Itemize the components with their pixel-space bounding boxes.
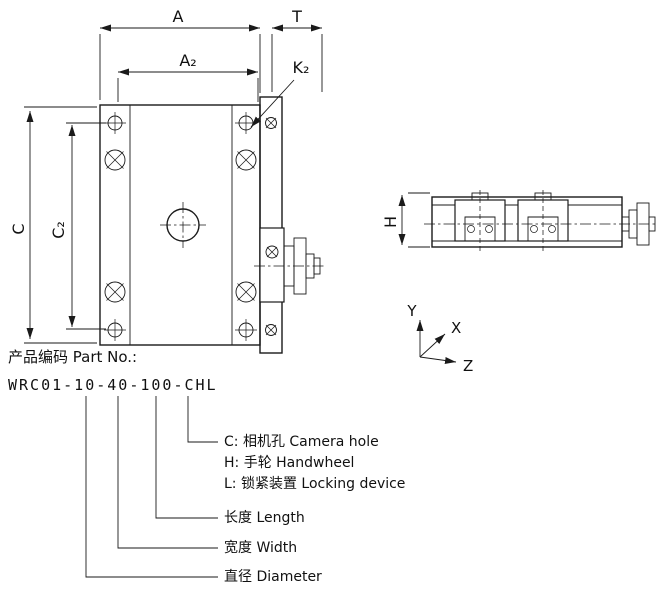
legend-handwheel: H: 手轮 Handwheel [224, 455, 354, 471]
handwheel-assembly-front [254, 227, 326, 303]
dim-label-H: H [381, 216, 400, 228]
y-axis-label: Y [406, 302, 417, 320]
counterbore-hole-upper-right [235, 149, 257, 171]
counterbore-hole-upper-left [104, 149, 126, 171]
mount-hole-bottom-left [104, 319, 126, 341]
carriage-block-2 [517, 190, 569, 252]
carriage-block-1 [454, 190, 506, 252]
front-view [99, 96, 326, 354]
legend-width: 宽度 Width [224, 539, 297, 556]
mount-hole-top-left [104, 112, 126, 134]
side-view [424, 190, 658, 252]
leader-diameter [85, 396, 218, 578]
flange-hole-top [265, 117, 277, 129]
z-axis-label: Z [463, 357, 473, 375]
leader-chl [187, 396, 218, 443]
legend-leaders [85, 396, 218, 578]
lock-screw-hole [265, 245, 279, 259]
legend-locking-device: L: 锁紧装置 Locking device [224, 476, 405, 492]
part-number-block: 产品编码 Part No.: WRC01-10-40-100-CHL [8, 348, 218, 394]
legend: C: 相机孔 Camera hole H: 手轮 Handwheel L: 锁紧… [224, 434, 405, 585]
legend-camera-hole: C: 相机孔 Camera hole [224, 434, 379, 450]
dim-label-K2: K₂ [293, 58, 310, 77]
leader-width [117, 396, 218, 549]
dimension-A2: A₂ [117, 51, 259, 102]
legend-diameter: 直径 Diameter [224, 568, 322, 585]
dim-label-C2: C₂ [49, 221, 68, 239]
x-axis-arrow [419, 333, 446, 358]
side-flange-plate [259, 96, 283, 354]
x-axis-label: X [451, 319, 461, 337]
legend-length: 长度 Length [224, 510, 305, 526]
mount-hole-bottom-right [235, 319, 257, 341]
dimension-C: C [9, 106, 97, 344]
counterbore-hole-lower-left [104, 281, 126, 303]
z-axis-arrow [419, 356, 457, 364]
dimension-C2: C₂ [49, 122, 106, 330]
dimension-T: T [271, 7, 323, 92]
dim-label-T: T [291, 7, 302, 26]
dim-label-C: C [9, 223, 28, 234]
callout-K2: K₂ [250, 58, 310, 128]
leader-length [155, 396, 218, 519]
axes-indicator: Y X Z [406, 302, 473, 375]
dim-label-A: A [173, 7, 184, 26]
mount-hole-top-right [235, 112, 257, 134]
flange-hole-bottom [265, 324, 277, 336]
dimension-H: H [381, 192, 430, 248]
lock-bracket [259, 227, 285, 303]
counterbore-hole-lower-right [235, 281, 257, 303]
camera-hole [160, 202, 206, 248]
dim-label-A2: A₂ [179, 51, 196, 70]
dimension-A: A [99, 7, 261, 100]
part-number-code: WRC01-10-40-100-CHL [8, 376, 218, 394]
part-number-label: 产品编码 Part No.: [8, 348, 137, 366]
